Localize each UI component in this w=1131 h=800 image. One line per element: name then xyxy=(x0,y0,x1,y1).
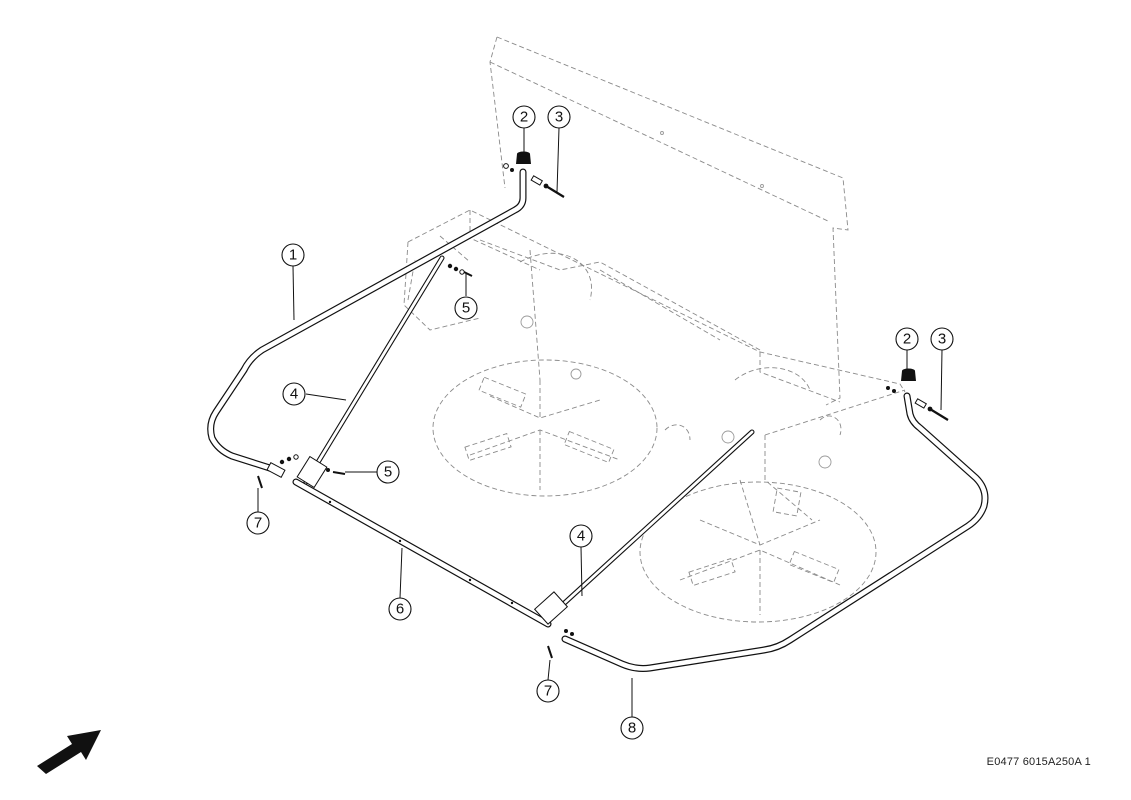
callout-2-right-label: 2 xyxy=(903,331,911,348)
callout-leaders xyxy=(257,127,943,717)
callout-7-left-label: 7 xyxy=(254,515,262,532)
callout-7-right: 7 xyxy=(536,679,560,703)
bolt-right xyxy=(886,386,949,421)
bolt-top xyxy=(503,163,565,198)
pin-right xyxy=(547,645,553,659)
callout-3-top: 3 xyxy=(547,105,571,129)
callout-1-label: 1 xyxy=(289,247,297,264)
callout-5-upper: 5 xyxy=(454,296,478,320)
frame-tube-right xyxy=(561,392,989,672)
callout-7-left: 7 xyxy=(246,511,270,535)
callout-4-upper-label: 4 xyxy=(290,386,298,403)
callout-2-right: 2 xyxy=(895,327,919,351)
frame-tube-left xyxy=(207,168,527,474)
brace-left xyxy=(296,255,445,489)
callout-6: 6 xyxy=(388,597,412,621)
callout-3-right: 3 xyxy=(930,327,954,351)
callout-4-lower: 4 xyxy=(569,524,593,548)
callout-3-right-label: 3 xyxy=(938,331,946,348)
callout-7-right-label: 7 xyxy=(544,683,552,700)
machine-ghost-outline xyxy=(403,36,906,623)
callout-5-lower: 5 xyxy=(376,460,400,484)
callout-2-top: 2 xyxy=(512,105,536,129)
pin-left xyxy=(257,462,286,489)
callout-4-upper: 4 xyxy=(282,382,306,406)
callout-2-top-label: 2 xyxy=(520,109,528,126)
callout-5-upper-label: 5 xyxy=(462,300,470,317)
callout-8-label: 8 xyxy=(628,720,636,737)
washer-set-lower xyxy=(279,454,574,636)
callout-6-label: 6 xyxy=(396,601,404,618)
callout-5-lower-label: 5 xyxy=(384,464,392,481)
end-cap-top xyxy=(516,151,531,164)
callout-1: 1 xyxy=(281,243,305,267)
front-tube xyxy=(292,478,552,628)
washer-set-upper xyxy=(447,263,473,277)
callout-4-lower-label: 4 xyxy=(577,528,585,545)
callout-3-top-label: 3 xyxy=(555,109,563,126)
direction-arrow-icon xyxy=(37,730,101,774)
end-cap-right xyxy=(901,368,916,381)
callout-8: 8 xyxy=(620,716,644,740)
drawing-reference-code: E0477 6015A250A 1 xyxy=(986,756,1091,768)
